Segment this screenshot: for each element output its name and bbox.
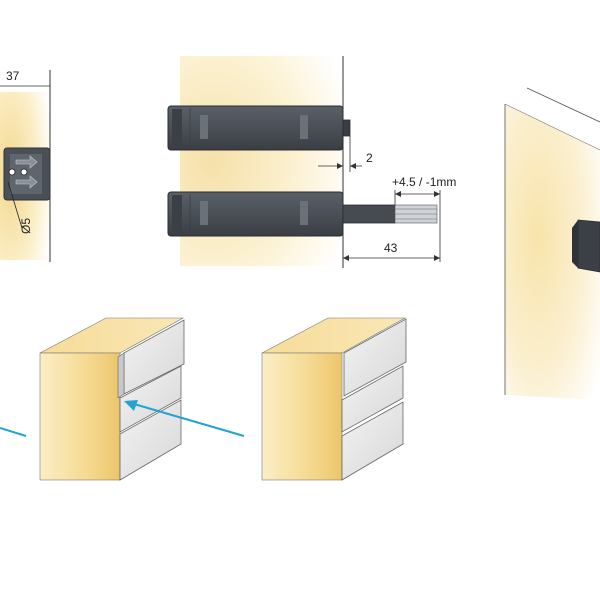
dimension-stroke-label: +4.5 / -1mm xyxy=(392,175,456,189)
arrow-right-icon xyxy=(15,175,38,189)
screw-hole-icon xyxy=(20,168,28,176)
drawer-stack xyxy=(341,318,407,481)
push-latch-installed xyxy=(577,219,600,273)
arrow-right-icon xyxy=(15,155,38,169)
dimension-2-label: 2 xyxy=(366,151,373,165)
dimension-43-label: 43 xyxy=(384,241,398,255)
panel-side-view-dimensions: 2 +4.5 / -1mm 43 xyxy=(167,56,456,268)
panel-mounting-front-view: 37 Ø5 xyxy=(0,69,51,262)
cabinet-side xyxy=(261,352,343,481)
drawer-front-bottom xyxy=(341,401,404,481)
plunger-rod xyxy=(342,204,396,224)
stroke-range-indicator xyxy=(394,204,438,224)
diameter-leader-line xyxy=(7,181,23,229)
cabinet-top-edge xyxy=(526,87,600,123)
dimension-37-label: 37 xyxy=(6,69,20,83)
drawer-front-middle xyxy=(119,365,182,433)
panel-cabinet-cropped xyxy=(0,427,27,437)
panel-installed-perspective xyxy=(504,87,600,400)
drawer-front-middle xyxy=(341,365,404,433)
panel-cabinet-closed xyxy=(261,317,407,481)
diameter-5-label: Ø5 xyxy=(19,218,33,234)
screw-hole-icon xyxy=(8,168,16,176)
drawer-stack xyxy=(117,319,185,481)
arrow-push-line xyxy=(133,403,245,437)
cabinet-side-wall xyxy=(505,104,600,400)
arrow-head-icon xyxy=(124,400,138,411)
arrow-push-line xyxy=(0,427,27,437)
cabinet-side xyxy=(39,352,121,481)
push-latch-retracted xyxy=(167,105,351,151)
push-latch-extended xyxy=(167,191,438,237)
drawer-front-top xyxy=(343,318,407,397)
panel-cabinet-push-to-open xyxy=(39,317,245,481)
plunger-tip xyxy=(342,119,351,137)
